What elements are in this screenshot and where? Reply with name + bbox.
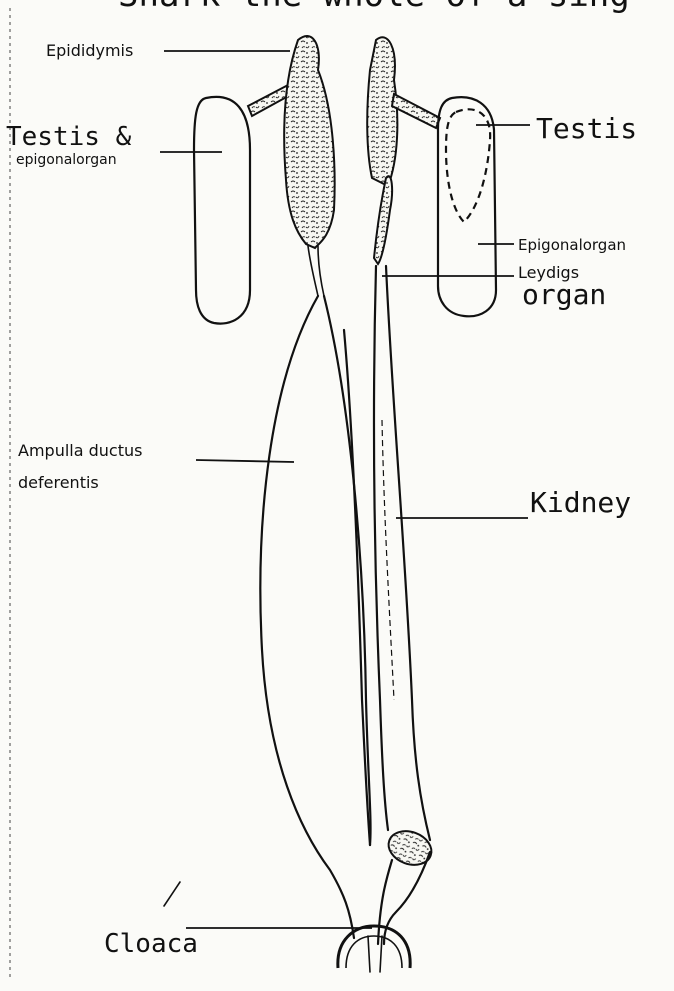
- left-duct-neck: [318, 246, 324, 296]
- label-ampulla-line1: Ampulla ductus: [18, 441, 142, 460]
- right-epididymis: [367, 37, 397, 186]
- label-epigonalorgan-right: Epigonalorgan: [518, 236, 626, 254]
- leader-ampulla: [196, 460, 294, 462]
- label-ampulla-line2: deferentis: [18, 473, 99, 492]
- leader-cloaca-tick: [164, 882, 180, 906]
- cloaca: [338, 926, 410, 968]
- right-efferent-duct: [392, 94, 440, 128]
- right-epigonal-organ: [438, 97, 496, 316]
- right-kidney-outer: [386, 266, 430, 840]
- label-kidney: Kidney: [530, 486, 631, 519]
- right-testis: [446, 109, 490, 222]
- label-leydigs-line2: organ: [522, 278, 606, 311]
- label-cloaca: Cloaca: [104, 929, 198, 959]
- left-duct-neck-inner: [308, 246, 318, 296]
- cloaca-opening: [368, 936, 382, 972]
- right-kidney-inner: [374, 266, 388, 830]
- header-cut-text: Shark the whole of a sing: [118, 0, 630, 15]
- label-testis-epigonal-line2: epigonalorgan: [16, 152, 117, 168]
- left-ampulla-ductus-deferentis: [260, 296, 354, 938]
- left-epididymis: [284, 36, 334, 248]
- left-testis-epigonal-organ: [194, 97, 250, 324]
- cloaca-inner: [346, 936, 402, 968]
- label-testis-epigonal-line1: Testis &: [6, 122, 132, 152]
- label-epididymis: Epididymis: [46, 41, 133, 60]
- right-leydigs-organ: [374, 176, 392, 264]
- left-inner-duct: [344, 330, 370, 845]
- right-kidney-dashed-core: [382, 420, 394, 700]
- label-testis-right: Testis: [536, 112, 637, 145]
